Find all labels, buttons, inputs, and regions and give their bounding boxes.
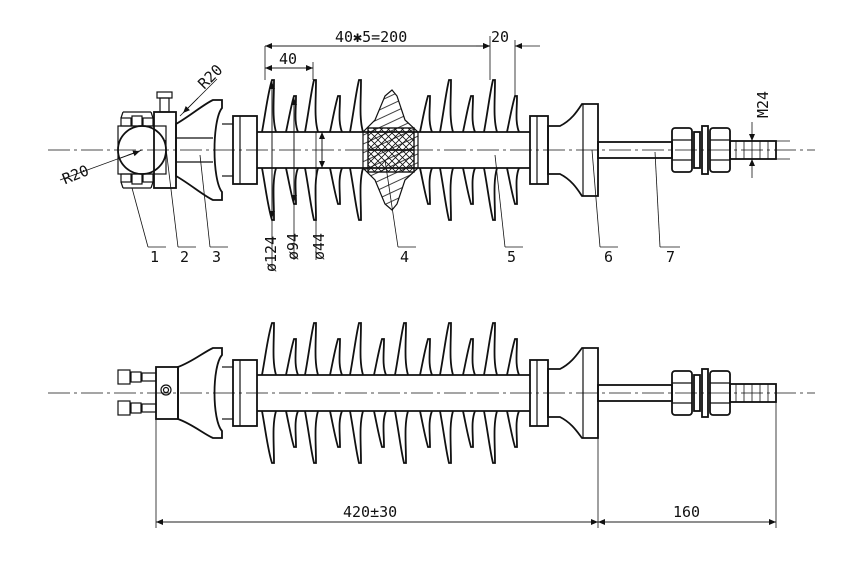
svg-text:5: 5	[507, 248, 516, 266]
svg-text:2: 2	[180, 248, 189, 266]
collar-left-bottom	[232, 359, 258, 427]
dim-shed-spacing: 40	[279, 50, 297, 68]
dim-shed-pitch: 40✱5=200	[335, 28, 407, 46]
end-fitting-right	[547, 103, 599, 197]
end-fitting-left	[175, 99, 223, 201]
callout-6: 6	[591, 149, 618, 266]
dim-diameter-small: ø44	[310, 233, 328, 260]
dim-overall-length: 420±30	[343, 503, 397, 521]
clamp-fitting	[117, 91, 177, 189]
svg-text:4: 4	[400, 248, 409, 266]
dim-shed-offset: 20	[491, 28, 509, 46]
svg-text:3: 3	[212, 248, 221, 266]
callout-5: 5	[494, 154, 523, 266]
svg-text:6: 6	[604, 248, 613, 266]
top-view: 40✱5=200 20 40 R20 R20 M24 ø124 ø94	[48, 28, 815, 272]
collar-left	[232, 115, 258, 185]
bottom-view: 420±30 160	[48, 322, 815, 528]
svg-text:7: 7	[666, 248, 675, 266]
callout-4: 4	[384, 159, 416, 266]
dim-rod-length: 160	[673, 503, 700, 521]
bolts-bottom	[117, 369, 157, 416]
svg-text:1: 1	[150, 248, 159, 266]
nut-assembly-bottom	[671, 368, 777, 418]
dim-radius-top: R20	[194, 61, 226, 93]
sheds-bottom-view	[261, 322, 520, 464]
dim-radius-left: R20	[60, 161, 92, 188]
dim-diameter-large: ø124	[262, 236, 280, 272]
callout-3: 3	[199, 154, 228, 266]
dim-diameter-medium: ø94	[284, 233, 302, 260]
section-cut	[362, 89, 419, 211]
callout-7: 7	[654, 151, 680, 266]
callout-2: 2	[164, 139, 196, 266]
end-fitting-left-bottom	[177, 347, 223, 439]
sheds-top-view	[261, 79, 520, 221]
callout-1: 1	[131, 187, 166, 266]
dim-thread: M24	[754, 91, 772, 118]
